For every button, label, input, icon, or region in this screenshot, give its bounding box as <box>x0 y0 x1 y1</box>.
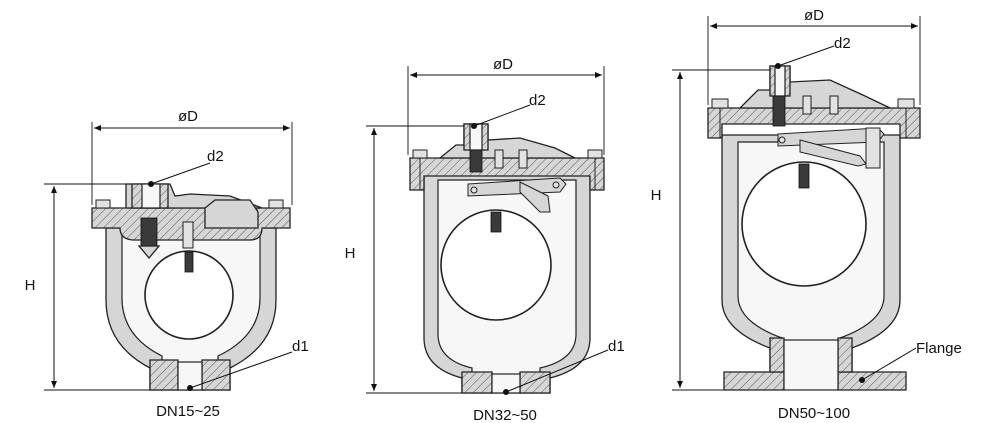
valve-large-diameter-label: øD <box>804 7 824 24</box>
valve-large-dimensions: øD H d2 Flange <box>651 7 962 391</box>
valve-medium-body <box>409 123 605 394</box>
valve-small-dimensions: øD H d2 d1 <box>25 108 309 391</box>
valve-small-outlet-label: d2 <box>207 148 224 165</box>
valve-small-inlet-label: d1 <box>292 338 309 355</box>
valve-medium-diameter-label: øD <box>493 56 513 73</box>
valve-medium-caption: DN32~50 <box>473 407 537 423</box>
valve-large-outlet-label: d2 <box>834 35 851 52</box>
valve-small-body <box>91 183 291 391</box>
valve-small: øD H d2 d1 DN15~25 <box>25 108 309 420</box>
valve-large-caption: DN50~100 <box>778 405 850 422</box>
valve-medium: øD H d2 d1 DN32~50 <box>345 56 625 423</box>
valve-large-height-label: H <box>651 187 662 204</box>
valve-medium-inlet-label: d1 <box>608 338 625 355</box>
valve-large-flange-label: Flange <box>916 340 962 357</box>
valve-medium-outlet-label: d2 <box>529 92 546 109</box>
valve-large-body <box>707 65 921 391</box>
valve-medium-dimensions: øD H d2 d1 <box>345 56 625 395</box>
valve-small-height-label: H <box>25 277 36 294</box>
valve-medium-height-label: H <box>345 245 356 262</box>
valve-small-caption: DN15~25 <box>156 403 220 420</box>
valve-small-diameter-label: øD <box>178 108 198 125</box>
valve-large: øD H d2 Flange DN50~100 <box>651 7 962 422</box>
